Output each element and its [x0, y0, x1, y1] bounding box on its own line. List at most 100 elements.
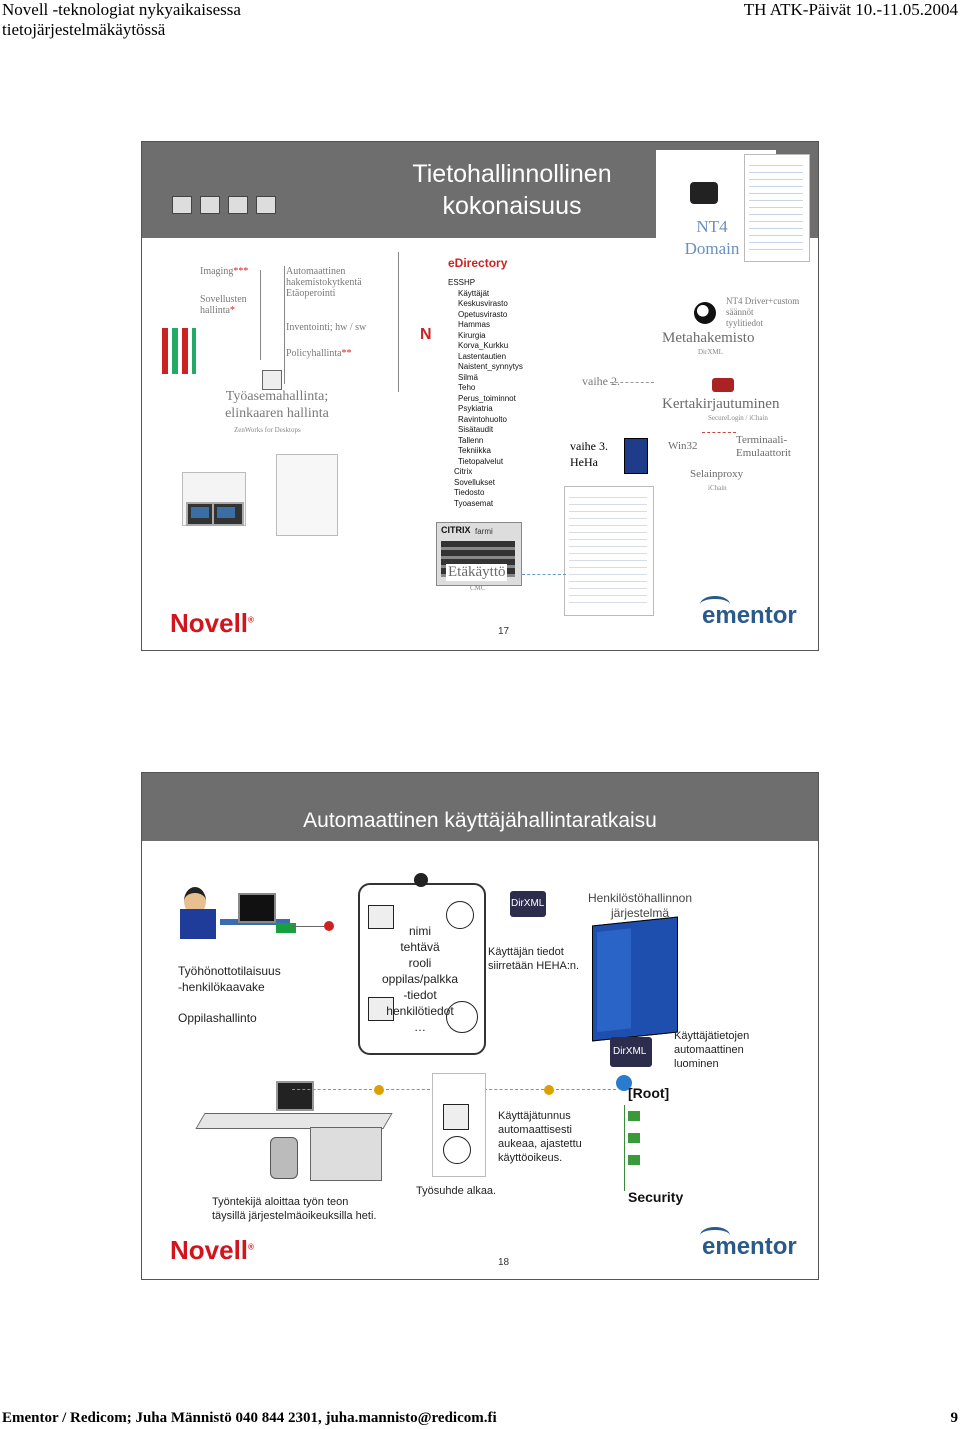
nt4-tree-screenshot [744, 154, 810, 262]
novell-logo: Novell® [170, 608, 254, 638]
hr-server-icon [592, 916, 678, 1042]
vaihe3-label: vaihe 3. HeHa [570, 439, 608, 469]
tree-item: Teho [458, 383, 476, 392]
dirxml-label: DirXML [698, 348, 723, 356]
nt4-label: NT4 [696, 217, 728, 236]
zenworks-label: ZenWorks for Desktops [234, 426, 301, 434]
vaihe2-label: vaihe 2. [582, 374, 620, 388]
policy-label: Policyhallinta** [286, 348, 352, 359]
novell-n-icon: N [420, 326, 432, 343]
tree-item: Lastentautien [458, 351, 507, 361]
card-line: rooli [408, 956, 432, 970]
oppilashallinto-label: Oppilashallinto [178, 1011, 257, 1025]
nt4-driver-label: NT4 Driver+custom säännöt tyylitiedot [726, 296, 800, 328]
header-right: TH ATK-Päivät 10.-11.05.2004 [743, 0, 958, 19]
header-left-line2: tietojärjestelmäkäytössä [2, 20, 166, 39]
slide-18: Automaattinen käyttäjähallintaratkaisu T… [141, 772, 819, 1280]
citrix-label: CITRIX [441, 525, 471, 535]
kayttajatunnus-label: Käyttäjätunnus automaattisesti aukeaa, a… [498, 1110, 582, 1164]
slide-title-bar [142, 773, 818, 841]
card-line: -tiedot [403, 988, 437, 1002]
tree-item: Tallenn [458, 435, 484, 445]
slide-17: Tietohallinnollinen kokonaisuus NT4 Doma… [141, 141, 819, 651]
key-icon [712, 378, 734, 392]
step-dot [374, 1085, 384, 1095]
tyohonotto-label: Työhönottotilaisuus -henkilökaavake [178, 964, 281, 994]
tree-item: Citrix [454, 467, 473, 476]
computer-icon [256, 196, 276, 214]
card-line: nimi [408, 924, 431, 938]
tree-lines [749, 159, 803, 255]
ichain-label: iChain [708, 484, 727, 492]
farmi-label: farmi [475, 527, 493, 536]
securelogin-label: SecureLogin / iChain [708, 414, 768, 422]
tyosuhde-label: Työsuhde alkaa. [416, 1185, 497, 1197]
tyontekija-label: Työntekijä aloittaa työn teon täysillä j… [212, 1196, 377, 1222]
nt4-domain-label: NT4 Domain [672, 216, 752, 260]
inventointi-label: Inventointi; hw / sw [286, 322, 367, 333]
tree-item: Sovellukset [454, 477, 495, 487]
tree-item: Korva_Kurkku [458, 341, 509, 350]
ementor-logo: ementor [700, 596, 797, 630]
tree-item: Hammas [458, 320, 491, 329]
heha-server-icon [624, 438, 648, 474]
yin-yang-icon [694, 302, 716, 324]
tree-item: Psykiatria [458, 404, 493, 413]
clock-icon [446, 901, 474, 929]
terminaali-label: Terminaali- Emulaattorit [736, 434, 791, 459]
step-dot [544, 1085, 554, 1095]
tree-node-icon [628, 1155, 640, 1165]
tyoasemahallinta-label: Työasemahallinta; elinkaaren hallinta [225, 389, 329, 421]
auto-label: Automaattinen hakemistokytkentä Etäopero… [286, 266, 362, 299]
tree-item: ESSHP [448, 278, 476, 287]
imaging-label: Imaging*** [200, 266, 249, 277]
computer-icon [172, 196, 192, 214]
card-line: oppilas/palkka [381, 972, 459, 986]
edirectory-label: eDirectory [448, 256, 508, 270]
globe-icon [616, 1075, 632, 1091]
card-line: … [414, 1020, 426, 1034]
root-label: [Root] [628, 1085, 670, 1101]
server-icon [690, 182, 718, 204]
monitor-icon [212, 502, 244, 526]
tree-item: Tiedosto [454, 488, 485, 497]
tree-item: Tietopalvelut [458, 456, 504, 466]
clock-icon [446, 1001, 478, 1033]
person-at-computer-illustration [180, 885, 296, 955]
step-1-icon [324, 921, 334, 931]
kayttajan-tiedot-label: Käyttäjän tiedot siirretään HEHA:n. [488, 946, 580, 972]
tree-item: Kirurgia [458, 330, 486, 340]
tree-node-icon [628, 1111, 640, 1121]
calendar-icon [443, 1104, 469, 1130]
tree-item: Perus_toiminnot [458, 393, 516, 403]
slide-title-line1: Tietohallinnollinen [412, 160, 612, 188]
win32-label: Win32 [668, 440, 698, 452]
kerta-label: Kertakirjautuminen [662, 396, 780, 412]
tree-node-icon [628, 1133, 640, 1143]
office-desk-illustration [195, 1073, 393, 1191]
tree-item: Opetusvirasto [458, 309, 508, 319]
zen-icons [162, 328, 196, 374]
computer-icon [200, 196, 220, 214]
tree-item: Ravintohuolto [458, 414, 507, 424]
tree-item: Keskusvirasto [458, 299, 508, 308]
clock-icon [443, 1136, 471, 1164]
computer-icon [228, 196, 248, 214]
footer-page-number: 9 [950, 1410, 959, 1426]
security-label: Security [628, 1189, 684, 1205]
selainproxy-label: Selainproxy [690, 468, 744, 480]
henkilosto-label: Henkilöstöhallinnon järjestelmä [587, 891, 693, 920]
tree-item: Naistent_synnytys [458, 362, 523, 371]
slide-title-line2: kokonaisuus [442, 192, 582, 220]
tree-item: Käyttäjät [458, 288, 490, 298]
card-line: tehtävä [400, 940, 440, 954]
tree-item: Tyoasemat [454, 498, 494, 508]
header-left: Novell -teknologiat nykyaikaisessa tieto… [2, 0, 241, 40]
heha-tree-screenshot [564, 486, 654, 616]
calendar-icon [368, 997, 394, 1021]
contract-card [432, 1073, 486, 1177]
slide-title: Tietohallinnollinen kokonaisuus [342, 158, 682, 222]
ementor-logo: ementor [700, 1227, 797, 1261]
